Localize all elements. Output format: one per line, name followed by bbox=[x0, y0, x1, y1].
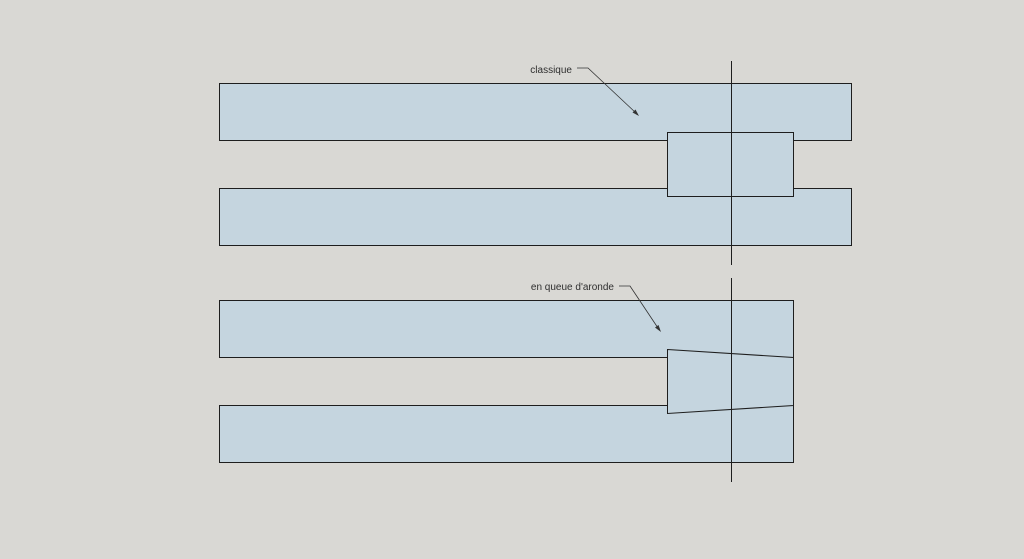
dovetail-connector-block bbox=[667, 348, 794, 415]
dovetail-joint-group: en queue d'aronde bbox=[219, 278, 794, 482]
dovetail-arrowhead-icon bbox=[655, 325, 661, 332]
classic-label: classique bbox=[530, 65, 572, 76]
classic-arrowhead-icon bbox=[632, 109, 639, 116]
classic-bottom-board bbox=[219, 188, 852, 246]
classic-joint-group: classique bbox=[219, 61, 852, 265]
classic-leader-line bbox=[577, 67, 637, 114]
dovetail-leader-line bbox=[619, 285, 659, 329]
classic-connector-block bbox=[667, 132, 794, 197]
dovetail-label: en queue d'aronde bbox=[531, 282, 615, 293]
dovetail-top-board bbox=[219, 300, 794, 358]
dovetail-bottom-board bbox=[219, 405, 794, 463]
classic-top-board bbox=[219, 83, 852, 141]
